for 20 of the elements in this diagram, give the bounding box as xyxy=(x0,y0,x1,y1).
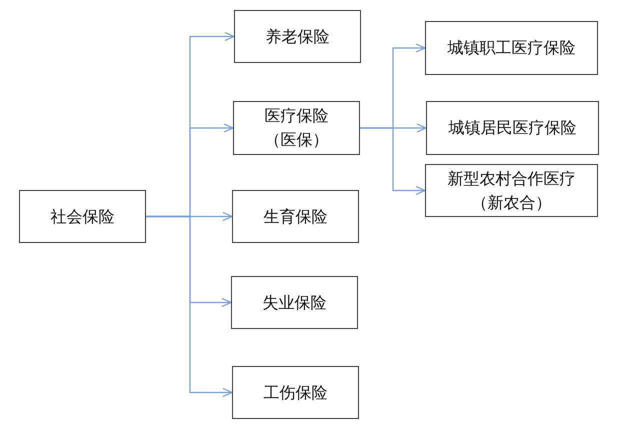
category-box xyxy=(19,190,146,243)
category-box xyxy=(425,21,598,75)
arrow xyxy=(360,127,426,196)
category-box xyxy=(425,164,598,217)
arrow xyxy=(146,216,233,398)
box-label: 城镇居民医疗保险 xyxy=(448,117,576,139)
box-label: 工伤保险 xyxy=(264,382,328,404)
box-label: 社会保险 xyxy=(50,206,114,228)
category-box xyxy=(232,366,359,419)
box-label: 养老保险 xyxy=(266,26,330,48)
category-box xyxy=(232,190,359,243)
category-box xyxy=(233,101,360,155)
category-box xyxy=(231,276,358,329)
category-box xyxy=(426,101,599,155)
box-label: 城镇职工医疗保险 xyxy=(448,37,576,59)
box-label: 失业保险 xyxy=(262,292,326,314)
category-box xyxy=(234,10,361,63)
box-label: 医疗保险（医保） xyxy=(263,105,330,151)
box-label: 生育保险 xyxy=(264,206,328,228)
box-label: 新型农村合作医疗（新农合） xyxy=(446,168,576,214)
